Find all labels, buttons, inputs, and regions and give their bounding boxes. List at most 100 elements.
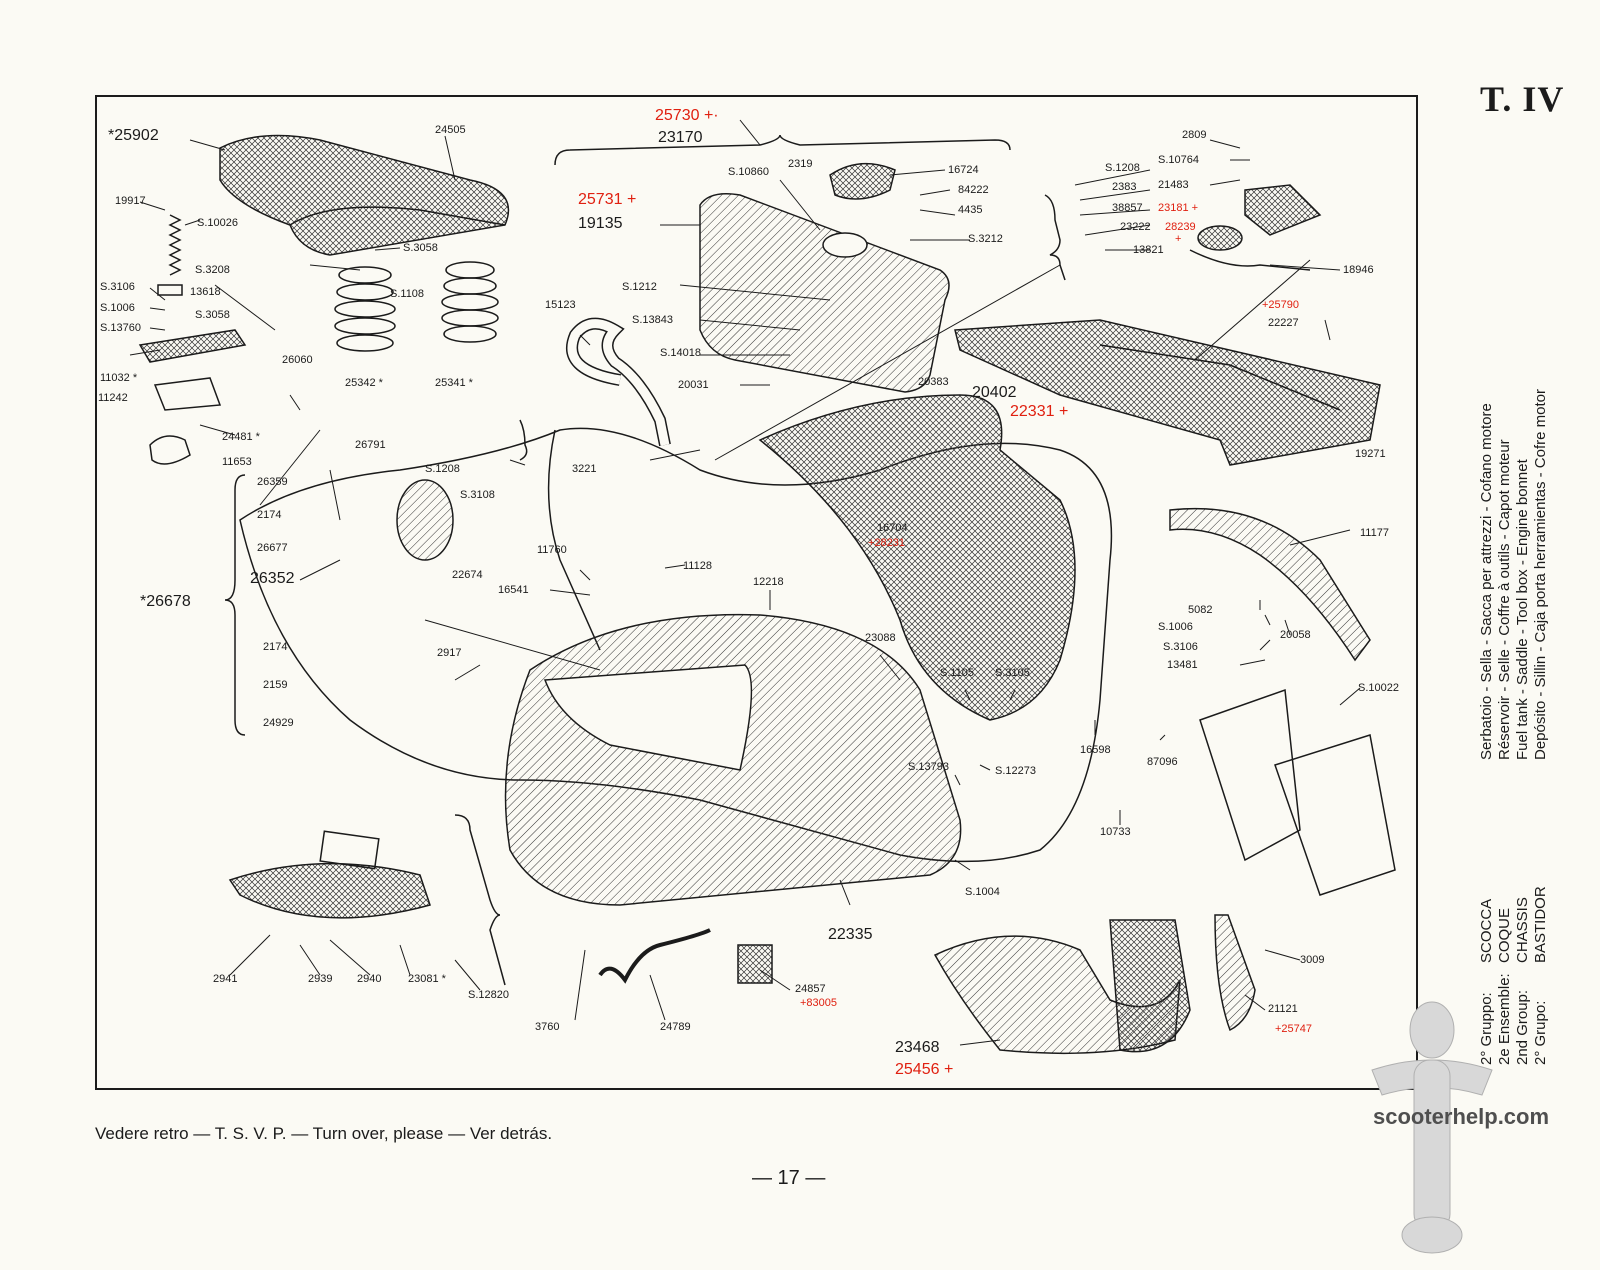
label-13481: 13481: [1167, 659, 1198, 671]
label-2939: 2939: [308, 973, 333, 985]
vespa-logo: [598, 928, 711, 984]
label-24929: 24929: [263, 717, 294, 729]
label-s10764: S.10764: [1158, 154, 1199, 166]
cap-disc: [396, 479, 454, 561]
group-value-fr: COQUE: [1496, 907, 1513, 963]
label-25902: *25902: [108, 127, 159, 144]
label-s1208a: S.1208: [425, 463, 460, 475]
label-2917: 2917: [437, 647, 462, 659]
label-5082: 5082: [1188, 604, 1213, 616]
label-26352: 26352: [250, 570, 295, 587]
label-16724: 16724: [948, 164, 979, 176]
label-2941: 2941: [213, 973, 238, 985]
label-24481: 24481 *: [222, 431, 260, 443]
label-28239: 28239: [1165, 221, 1196, 233]
label-4435: 4435: [958, 204, 983, 216]
label-11653: 11653: [222, 456, 252, 468]
label-2159: 2159: [263, 679, 288, 691]
label-s3108: S.3108: [460, 489, 495, 501]
label-23181: 23181 +: [1158, 202, 1199, 214]
label-11032: 11032 *: [100, 372, 138, 384]
watermark-text: scooterhelp.com: [1373, 1104, 1550, 1129]
label-s3105: S.3105: [995, 667, 1030, 679]
license-plate-2: [1274, 734, 1396, 896]
label-s3208: S.3208: [195, 264, 230, 276]
label-20031: 20031: [678, 379, 709, 391]
group-prefix-es: 2° Grupo:: [1532, 1000, 1549, 1065]
side-name-en: Fuel tank - Saddle - Tool box - Engine b…: [1514, 459, 1531, 760]
label-s1108: S.1108: [390, 288, 425, 300]
label-19135: 19135: [578, 215, 623, 232]
label-25730: 25730 +·: [655, 107, 719, 124]
label-25341: 25341 *: [435, 377, 473, 389]
label-26677: 26677: [257, 542, 288, 554]
scooter-watermark-icon: [1371, 1001, 1493, 1254]
label-83005: +83005: [800, 997, 838, 1009]
label-3221: 3221: [572, 463, 597, 475]
page-number: — 17 —: [752, 1167, 826, 1189]
label-20402: 20402: [972, 384, 1017, 401]
label-s10860: S.10860: [728, 166, 769, 178]
latch-disc: [1197, 225, 1243, 251]
label-s13843: S.13843: [632, 314, 673, 326]
label-24857: 24857: [795, 983, 826, 995]
label-22674: 22674: [452, 569, 483, 581]
label-16541: 16541: [498, 584, 529, 596]
label-38857: 38857: [1112, 202, 1143, 214]
group-value-it: SCOCCA: [1478, 898, 1495, 963]
footer-note: Vedere retro — T. S. V. P. — Turn over, …: [95, 1124, 553, 1143]
label-11760: 11760: [537, 544, 567, 556]
label-25342: 25342 *: [345, 377, 383, 389]
label-23170: 23170: [658, 129, 703, 146]
label-s1208b: S.1208: [1105, 162, 1140, 174]
label-s1212: S.1212: [622, 281, 657, 293]
label-26678: *26678: [140, 593, 191, 610]
label-16598: 16598: [1080, 744, 1111, 756]
label-s3106b: S.3106: [1163, 641, 1198, 653]
saddle: [219, 134, 510, 256]
side-legend-names: Serbatoio - Sella - Sacca per attrezzi -…: [1478, 389, 1550, 760]
label-s13793: S.13793: [908, 761, 949, 773]
label-s3058a: S.3058: [403, 242, 438, 254]
label-2319: 2319: [788, 158, 813, 170]
label-s3058b: S.3058: [195, 309, 230, 321]
label-16704: 16704: [877, 522, 908, 534]
license-plate-1: [1199, 688, 1301, 862]
label-21483: 21483: [1158, 179, 1189, 191]
label-s10026: S.10026: [197, 217, 238, 229]
label-2940: 2940: [357, 973, 382, 985]
side-name-it: Serbatoio - Sella - Sacca per attrezzi -…: [1478, 403, 1495, 760]
body-frame: [239, 427, 1113, 863]
label-s10022: S.10022: [1358, 682, 1399, 694]
label-s1006b: S.1006: [1158, 621, 1193, 633]
group-value-es: BASTIDOR: [1532, 886, 1549, 963]
label-s12820: S.12820: [468, 989, 509, 1001]
saddle-spring-right: [441, 261, 499, 343]
label-s1004: S.1004: [965, 886, 1000, 898]
label-19917: 19917: [115, 195, 146, 207]
group-prefix-en: 2nd Group:: [1514, 989, 1531, 1065]
plate-title: T. IV: [1480, 79, 1565, 119]
label-25456: 25456 +: [895, 1061, 954, 1078]
rear-rack: [954, 319, 1381, 466]
label-21121: 21121: [1268, 1003, 1298, 1015]
label-s1006a: S.1006: [100, 302, 135, 314]
label-13821: 13821: [1133, 244, 1164, 256]
label-28239-plus: +: [1175, 233, 1182, 245]
label-10733: 10733: [1100, 826, 1131, 838]
label-2383: 2383: [1112, 181, 1137, 193]
tool-box-latch: [1244, 184, 1322, 236]
saddle-spring-left: [334, 266, 396, 352]
label-18946: 18946: [1343, 264, 1374, 276]
label-24505: 24505: [435, 124, 466, 136]
label-23222: 23222: [1120, 221, 1151, 233]
label-23081: 23081 *: [408, 973, 446, 985]
label-20383: 20383: [918, 376, 949, 388]
fuel-cap: [829, 162, 896, 200]
label-19271: 19271: [1355, 448, 1386, 460]
side-name-es: Depósito - Sillin - Caja porta herramien…: [1532, 389, 1549, 760]
side-name-fr: Réservoir - Selle - Coffre à outils - Ca…: [1496, 439, 1513, 760]
label-20058: 20058: [1280, 629, 1311, 641]
badge-emblem: [737, 944, 773, 984]
label-25747: +25747: [1275, 1023, 1313, 1035]
